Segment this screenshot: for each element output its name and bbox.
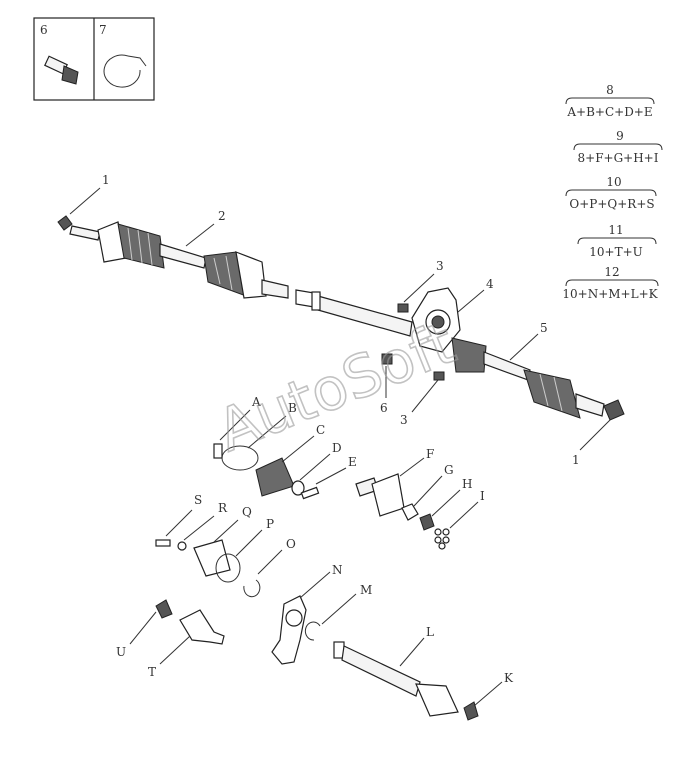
circlip-icon	[103, 54, 147, 88]
label-T: T	[148, 665, 156, 679]
label-4: 4	[486, 277, 494, 291]
label-R: R	[218, 501, 228, 515]
label-2: 2	[218, 209, 226, 223]
component-N-bracket	[271, 595, 307, 665]
label-1-top: 1	[102, 173, 110, 187]
label-Q: Q	[242, 505, 252, 519]
formula-10: 10 O+P+Q+R+S	[565, 175, 657, 211]
label-N: N	[332, 563, 343, 577]
component-P-clamp	[215, 553, 241, 583]
formula-number: 8	[606, 83, 614, 97]
component-I-balls	[434, 528, 450, 550]
inset-label-7: 7	[99, 23, 107, 37]
component-U-nut	[155, 599, 173, 619]
label-3-top: 3	[436, 259, 444, 273]
label-B: B	[288, 401, 297, 415]
hub-nut-right	[603, 399, 625, 421]
bolt-6	[381, 353, 393, 365]
hub-nut-left	[57, 215, 73, 231]
label-P: P	[266, 517, 274, 531]
outer-boot-right	[523, 369, 581, 419]
component-B-clamp	[221, 445, 259, 471]
label-S: S	[194, 493, 202, 507]
label-L: L	[426, 625, 434, 639]
label-K: K	[504, 671, 514, 685]
component-G-nut	[401, 503, 419, 521]
callouts: 1 2 3 4 5 6 3 1 A B C D E F G H I	[69, 173, 611, 707]
bolt-icon	[44, 55, 79, 85]
formula-number: 11	[608, 223, 623, 237]
component-E-pin	[300, 486, 320, 500]
label-C: C	[316, 423, 325, 437]
component-F-joint	[355, 473, 405, 517]
component-R-ring	[177, 541, 187, 551]
component-L-shaft	[333, 641, 459, 717]
inset-label-6: 6	[40, 23, 48, 37]
label-1-right: 1	[572, 453, 580, 467]
formula-list: 8 A+B+C+D+E 9 8+F+G+H+I 10 O+P+Q+R+S 11 …	[562, 83, 663, 301]
formula-expression: 10+N+M+L+K	[562, 287, 658, 301]
formula-number: 9	[616, 129, 624, 143]
label-6: 6	[380, 401, 388, 415]
label-H: H	[462, 477, 472, 491]
formula-expression: A+B+C+D+E	[566, 105, 652, 119]
label-3-bottom: 3	[400, 413, 408, 427]
component-C-boot	[255, 457, 295, 497]
bolt-3-bottom	[433, 371, 445, 381]
formula-8: 8 A+B+C+D+E	[565, 83, 655, 119]
formula-12: 12 10+N+M+L+K	[562, 265, 658, 301]
bearing-bracket	[411, 287, 461, 353]
intermediate-shaft	[295, 289, 413, 337]
label-D: D	[332, 441, 342, 455]
bolt-3-top	[397, 303, 409, 313]
label-5: 5	[540, 321, 548, 335]
label-A: A	[251, 395, 261, 409]
component-H-nut	[419, 513, 435, 531]
formula-expression: 10+T+U	[589, 245, 643, 259]
component-D-ring	[291, 480, 305, 496]
component-A-clamp	[213, 443, 223, 459]
formula-9: 9 8+F+G+H+I	[573, 129, 663, 165]
component-O-circlip	[243, 579, 261, 598]
outer-boot-left	[117, 223, 165, 269]
component-S-pin	[155, 539, 171, 547]
right-drive-shaft	[451, 337, 625, 421]
formula-expression: O+P+Q+R+S	[569, 197, 654, 211]
label-U: U	[116, 645, 126, 659]
formula-number: 10	[606, 175, 621, 189]
inner-boot-right	[451, 337, 487, 373]
component-T-joint	[179, 609, 225, 645]
component-K-nut	[463, 701, 479, 721]
label-E: E	[348, 455, 357, 469]
label-O: O	[286, 537, 296, 551]
label-G: G	[444, 463, 454, 477]
label-M: M	[360, 583, 372, 597]
component-M-circlip	[304, 621, 321, 641]
formula-number: 12	[604, 265, 619, 279]
component-Q-boot	[193, 539, 231, 577]
inset-box: 6 7	[33, 17, 155, 101]
formula-11: 11 10+T+U	[577, 223, 657, 259]
left-drive-shaft	[57, 215, 289, 299]
formula-expression: 8+F+G+H+I	[578, 151, 659, 165]
label-I: I	[480, 489, 485, 503]
label-F: F	[426, 447, 434, 461]
